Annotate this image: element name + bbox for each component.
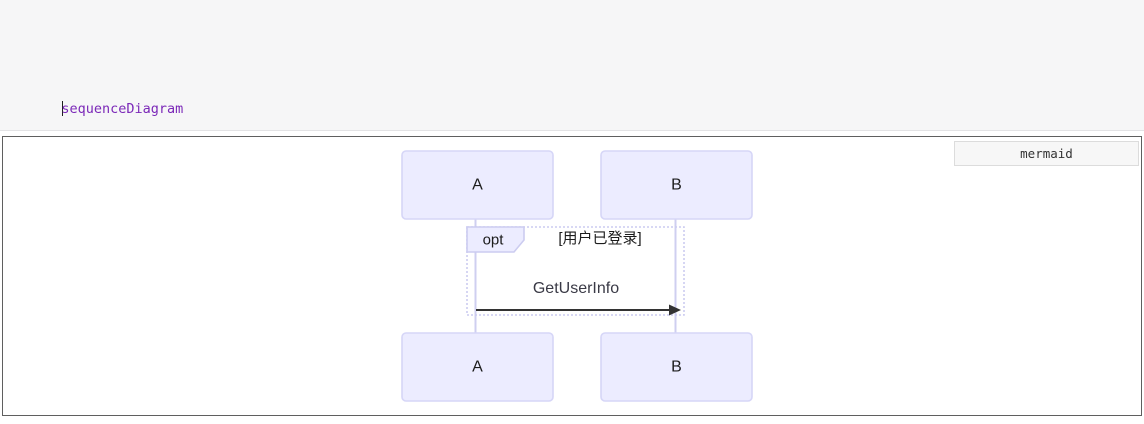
opt-fragment-tag-shape xyxy=(466,226,525,253)
code-token-keyword: sequenceDiagram xyxy=(61,100,184,117)
actor-label-b-top: B xyxy=(671,177,682,194)
code-line[interactable]: sequenceDiagram xyxy=(0,75,1144,117)
opt-fragment-frame xyxy=(466,226,685,316)
actor-box-b-bottom xyxy=(600,332,753,402)
mermaid-label-badge: mermaid xyxy=(954,141,1139,166)
code-editor-pane[interactable]: sequenceDiagram %% 后续的时序图代码 opt 用户已登录 A-… xyxy=(0,0,1144,131)
actor-box-b-top xyxy=(600,150,753,220)
actor-box-a-bottom xyxy=(401,332,554,402)
diagram-preview-pane: mermaid opt [用户已登录] GetUserInfo A B A B xyxy=(2,136,1142,416)
message-arrow-head xyxy=(669,304,681,316)
actor-label-a-bottom: A xyxy=(472,359,483,376)
text-caret xyxy=(61,100,63,116)
actor-box-a-top xyxy=(401,150,554,220)
code-text-area[interactable]: sequenceDiagram %% 后续的时序图代码 opt 用户已登录 A-… xyxy=(0,8,1144,130)
actor-label-b-bottom: B xyxy=(671,359,682,376)
opt-fragment-condition: [用户已登录] xyxy=(558,230,641,247)
mermaid-label-text: mermaid xyxy=(1020,146,1073,161)
actor-label-a-top: A xyxy=(472,177,483,194)
opt-fragment-tag-label: opt xyxy=(483,231,505,248)
message-label-getuserinfo: GetUserInfo xyxy=(533,280,619,297)
sequence-diagram-svg: opt [用户已登录] GetUserInfo A B A B xyxy=(401,150,753,402)
